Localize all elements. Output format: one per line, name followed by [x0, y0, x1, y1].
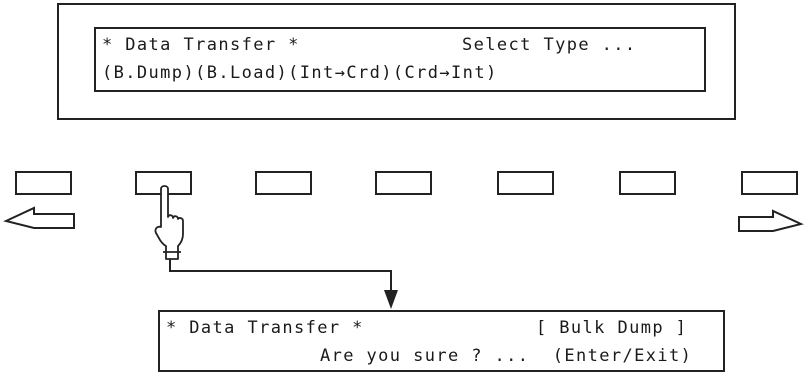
display-panel-frame — [57, 3, 736, 120]
softkey-6[interactable] — [619, 171, 676, 195]
flow-connector — [169, 259, 392, 294]
arrow-down-icon — [384, 290, 398, 309]
screen-title: * Data Transfer * — [102, 35, 300, 55]
arrow-right-icon[interactable] — [738, 209, 804, 232]
lcd-screen-select-type: * Data Transfer * Select Type ... (B.Dump… — [94, 27, 706, 92]
softkey-1[interactable] — [15, 171, 72, 195]
confirm-prompt: Are you sure ? ... (Enter/Exit) — [320, 346, 693, 366]
softkey-4[interactable] — [375, 171, 432, 195]
lcd-line-title: * Data Transfer * [ Bulk Dump ] — [166, 318, 686, 338]
screen-mode: [ Bulk Dump ] — [536, 318, 688, 338]
softkey-5[interactable] — [497, 171, 554, 195]
softkey-3[interactable] — [255, 171, 312, 195]
screen-title: * Data Transfer * — [166, 318, 364, 338]
softkey-7[interactable] — [741, 171, 798, 195]
hand-pointer-icon — [154, 185, 184, 260]
arrow-left-icon[interactable] — [3, 206, 75, 229]
screen-prompt: Select Type ... — [462, 35, 637, 55]
softkey-labels: (B.Dump)(B.Load)(Int→Crd)(Crd→Int) — [102, 63, 498, 83]
lcd-line-title: * Data Transfer * Select Type ... — [102, 35, 635, 55]
lcd-screen-bulk-dump-confirm: * Data Transfer * [ Bulk Dump ] Are you s… — [158, 310, 725, 372]
